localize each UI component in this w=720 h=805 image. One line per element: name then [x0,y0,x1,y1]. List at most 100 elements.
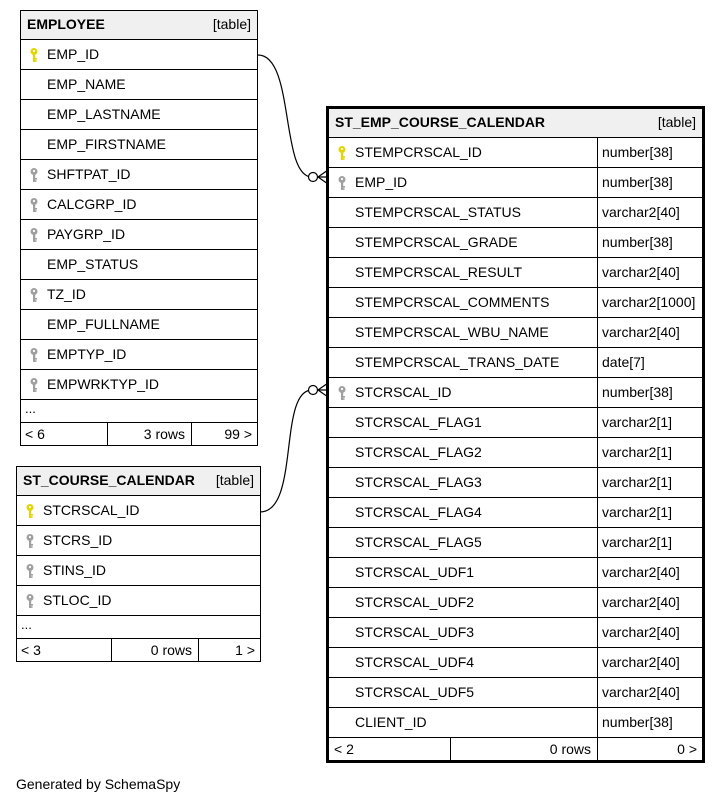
table-header: EMPLOYEE [table] [21,11,257,40]
column-name: STCRSCAL_FLAG2 [355,444,482,460]
parents-link[interactable]: < 2 [334,741,354,757]
column-row[interactable]: STCRSCAL_UDF5 varchar2[40] [329,678,702,708]
column-type: varchar2[40] [597,588,702,617]
column-name: EMP_LASTNAME [47,106,161,122]
column-row[interactable]: EMP_STATUS [21,250,257,280]
zero-many-marker [307,384,319,396]
column-type: date[7] [597,348,702,377]
column-row[interactable]: EMP_NAME [21,70,257,100]
primary-key-icon [26,504,34,518]
column-name: STCRSCAL_FLAG5 [355,534,482,550]
column-name: TZ_ID [47,286,86,302]
column-name: EMPTYP_ID [47,346,127,362]
column-name: STLOC_ID [43,592,112,608]
column-type: varchar2[1] [597,438,702,467]
row-count: 0 rows [111,639,198,661]
foreign-key-icon [26,534,34,548]
parents-link[interactable]: < 3 [21,642,41,658]
foreign-key-icon [30,228,38,242]
column-name: PAYGRP_ID [47,226,126,242]
column-row[interactable]: STLOC_ID [17,586,260,616]
column-type: varchar2[40] [597,678,702,707]
foreign-key-icon [26,564,34,578]
primary-key-icon [30,48,38,62]
column-name: STCRSCAL_FLAG4 [355,504,482,520]
column-type: varchar2[40] [597,258,702,287]
column-name: STCRSCAL_UDF5 [355,684,475,700]
column-row[interactable]: EMP_LASTNAME [21,100,257,130]
more-columns: ... [17,616,260,639]
column-type: varchar2[1] [597,408,702,437]
column-row[interactable]: PAYGRP_ID [21,220,257,250]
crowfoot-marker [316,382,329,398]
column-row[interactable]: CALCGRP_ID [21,190,257,220]
children-link[interactable]: 0 > [597,738,702,760]
column-row[interactable]: EMP_FULLNAME [21,310,257,340]
table-kind: [table] [215,472,254,488]
column-type: varchar2[1] [597,528,702,557]
column-name: STEMPCRSCAL_COMMENTS [355,294,550,310]
foreign-key-icon [338,386,346,400]
st-emp-course-calendar-table[interactable]: ST_EMP_COURSE_CALENDAR [table] STEMPCRSC… [326,106,705,763]
row-count: 3 rows [107,423,191,445]
column-row[interactable]: STCRSCAL_FLAG3 varchar2[1] [329,468,702,498]
column-type: number[38] [597,708,702,737]
column-row[interactable]: STCRSCAL_FLAG5 varchar2[1] [329,528,702,558]
parents-link[interactable]: < 6 [25,426,45,442]
column-name: EMP_NAME [47,76,126,92]
column-row[interactable]: STCRSCAL_ID [17,496,260,526]
column-row[interactable]: EMPWRKTYP_ID [21,370,257,400]
column-row[interactable]: STINS_ID [17,556,260,586]
column-row[interactable]: EMP_ID [21,40,257,70]
children-link[interactable]: 99 > [191,423,257,445]
column-name: STEMPCRSCAL_WBU_NAME [355,324,549,340]
column-name: CALCGRP_ID [47,196,137,212]
column-name: STEMPCRSCAL_RESULT [355,264,523,280]
column-name: STEMPCRSCAL_TRANS_DATE [355,354,560,370]
table-header: ST_COURSE_CALENDAR [table] [17,467,260,496]
column-name: STEMPCRSCAL_GRADE [355,234,518,250]
column-row[interactable]: EMPTYP_ID [21,340,257,370]
column-row[interactable]: STCRSCAL_UDF2 varchar2[40] [329,588,702,618]
column-name: EMP_ID [355,174,408,190]
column-name: EMP_STATUS [47,256,139,272]
column-name: EMP_FIRSTNAME [47,136,167,152]
column-name: STCRSCAL_UDF3 [355,624,475,640]
foreign-key-icon [338,176,346,190]
foreign-key-icon [30,348,38,362]
column-row[interactable]: STCRSCAL_FLAG2 varchar2[1] [329,438,702,468]
table-name[interactable]: ST_EMP_COURSE_CALENDAR [335,114,546,130]
column-name: SHFTPAT_ID [47,166,131,182]
column-type: varchar2[1] [597,468,702,497]
column-row[interactable]: EMP_FIRSTNAME [21,130,257,160]
column-name: STCRSCAL_UDF2 [355,594,475,610]
table-name[interactable]: EMPLOYEE [27,16,105,32]
column-row[interactable]: SHFTPAT_ID [21,160,257,190]
column-row[interactable]: TZ_ID [21,280,257,310]
column-row[interactable]: STCRS_ID [17,526,260,556]
table-name[interactable]: ST_COURSE_CALENDAR [23,472,195,488]
column-type: number[38] [597,138,702,167]
table-header: ST_EMP_COURSE_CALENDAR [table] [329,109,702,138]
foreign-key-icon [30,198,38,212]
children-link[interactable]: 1 > [198,639,260,661]
column-row[interactable]: STEMPCRSCAL_RESULT varchar2[40] [329,258,702,288]
employee-table[interactable]: EMPLOYEE [table] EMP_ID EMP_NAME EMP_LASTN… [20,10,258,446]
column-name: STCRSCAL_FLAG3 [355,474,482,490]
column-row[interactable]: STEMPCRSCAL_TRANS_DATE date[7] [329,348,702,378]
